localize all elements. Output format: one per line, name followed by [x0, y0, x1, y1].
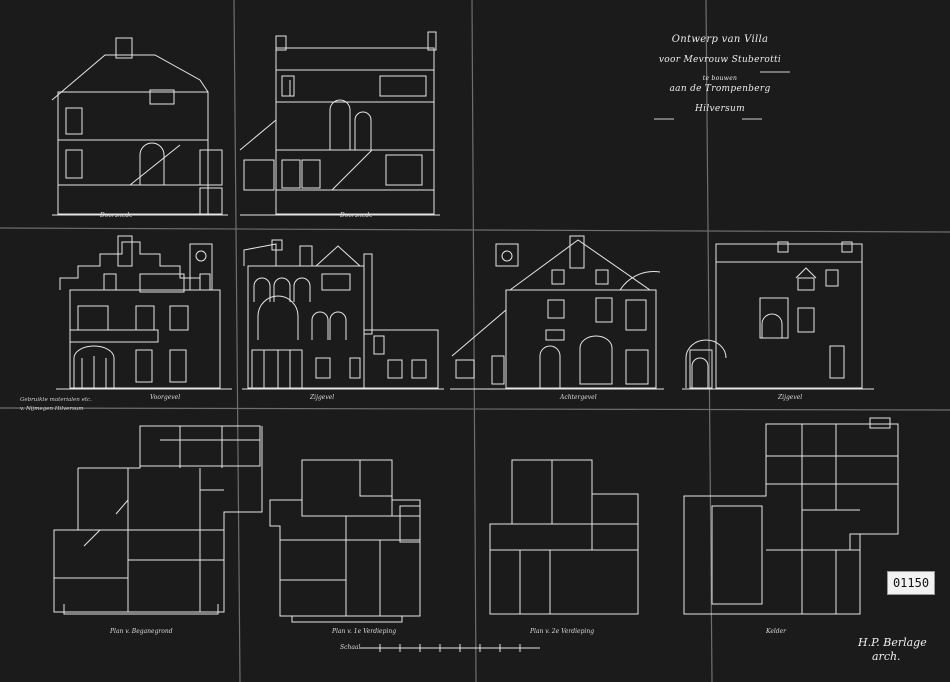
title-line-5: Hilversum	[695, 104, 745, 114]
elevation-drawing-2	[242, 239, 444, 390]
floor-plan-3	[489, 459, 639, 615]
label-elevation-2: Zijgevel	[310, 394, 335, 401]
label-section-2: Doorsnede	[340, 212, 373, 219]
title-line-4: aan de Trompenberg	[669, 84, 771, 94]
materials-note: Gebruikte materialen etc. v. Nijmegen Hi…	[20, 396, 92, 414]
floor-plan-2	[269, 459, 421, 623]
label-elevation-3: Achtergevel	[560, 394, 597, 401]
label-plan-4: Kelder	[766, 628, 787, 635]
label-elevation-4: Zijgevel	[778, 394, 803, 401]
label-plan-2: Plan v. 1e Verdieping	[332, 628, 397, 635]
floor-plan-1	[53, 425, 263, 615]
label-plan-1: Plan v. Beganegrond	[110, 628, 173, 635]
title-underlines	[654, 71, 790, 120]
label-scale: Schaal	[340, 644, 361, 651]
title-line-2: voor Mevrouw Stuberotti	[658, 55, 782, 65]
note-line-2: v. Nijmegen Hilversum	[20, 406, 84, 412]
elevation-drawing-1	[56, 235, 232, 390]
architect-signature: H.P. Berlage arch.	[858, 636, 938, 664]
signature-line-1: H.P. Berlage	[858, 636, 927, 649]
elevation-drawing-4	[682, 241, 874, 390]
note-line-1: Gebruikte materialen etc.	[20, 397, 92, 403]
label-section-1: Doorsnede	[100, 212, 133, 219]
title-block: Ontwerp van Villa voor Mevrouw Stuberott…	[640, 34, 800, 124]
label-plan-3: Plan v. 2e Verdieping	[530, 628, 595, 635]
elevation-drawing-3	[450, 235, 664, 390]
archive-stamp: 01150	[887, 571, 935, 595]
title-line-1: Ontwerp van Villa	[671, 34, 769, 45]
section-drawing-1	[51, 37, 228, 216]
signature-line-2: arch.	[872, 650, 901, 663]
scale-bar	[360, 644, 540, 652]
title-line-3: te bouwen	[702, 75, 738, 82]
section-drawing-2	[239, 31, 440, 216]
label-elevation-1: Voorgevel	[150, 394, 181, 401]
floor-plan-4	[683, 417, 899, 615]
